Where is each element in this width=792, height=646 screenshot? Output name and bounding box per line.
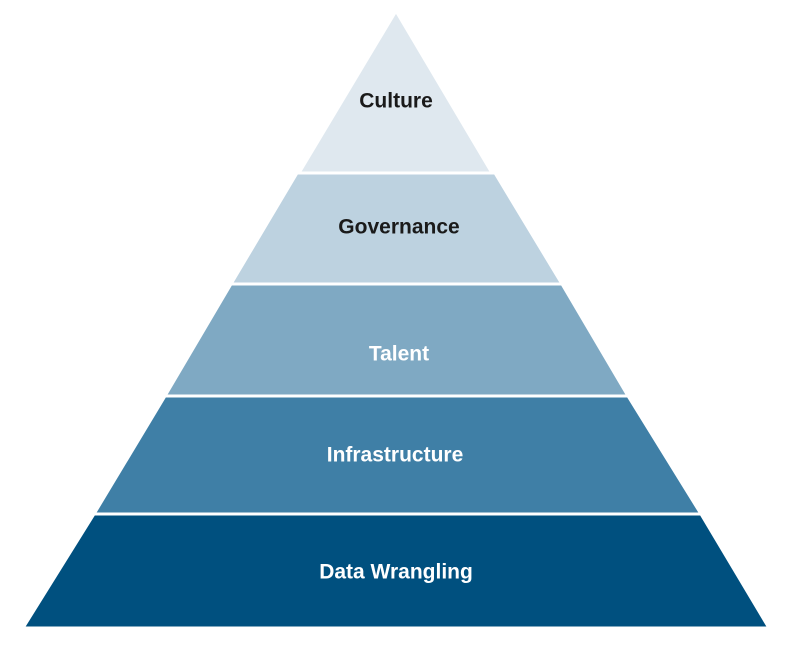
tier-governance-label: Governance <box>338 216 459 239</box>
tier-talent-label: Talent <box>369 343 429 366</box>
tier-culture-label: Culture <box>359 90 433 113</box>
tier-governance: Governance <box>228 171 565 286</box>
tier-infrastructure: Infrastructure <box>91 394 704 516</box>
tier-talent: Talent <box>162 282 631 398</box>
tier-data-wrangling-label: Data Wrangling <box>319 561 473 584</box>
tier-culture: Culture <box>296 8 495 175</box>
tier-infrastructure-label: Infrastructure <box>327 444 464 467</box>
tier-data-wrangling: Data Wrangling <box>20 512 772 630</box>
tier-data-wrangling-shape <box>20 512 772 630</box>
tier-talent-shape <box>162 282 631 398</box>
